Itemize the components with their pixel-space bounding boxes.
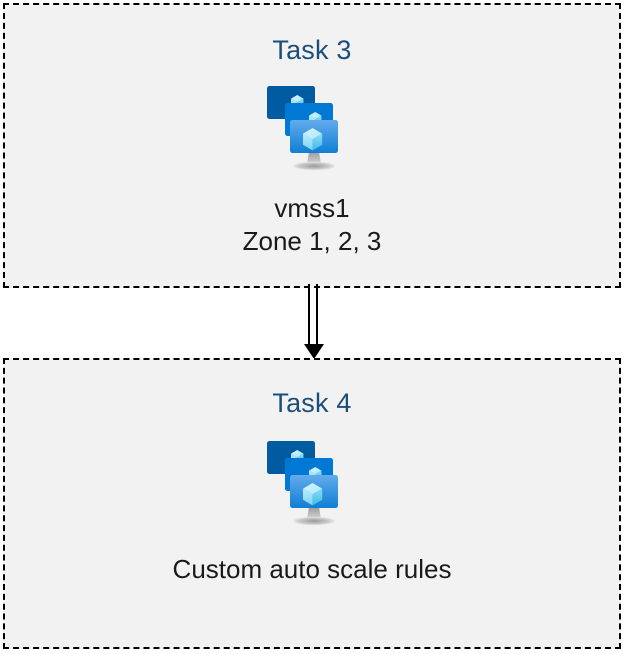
task-box-task-4[interactable]: Task 4 xyxy=(3,358,621,649)
task-box-task-3[interactable]: Task 3 xyxy=(3,3,621,288)
task-3-caption: vmss1 Zone 1, 2, 3 xyxy=(243,192,382,259)
icon-screen-front xyxy=(290,475,338,508)
vm-scale-set-icon xyxy=(257,435,367,535)
vm-scale-set-icon xyxy=(257,80,367,180)
task-3-caption-line-2: Zone 1, 2, 3 xyxy=(242,226,382,257)
task-4-caption: Custom auto scale rules xyxy=(173,553,452,586)
task-4-caption-line-1: Custom auto scale rules xyxy=(172,554,452,584)
arrowhead-icon xyxy=(304,344,324,359)
double-line-down-arrow xyxy=(296,284,332,360)
task-3-caption-line-1: vmss1 xyxy=(274,193,350,223)
icon-screen-front xyxy=(290,120,338,153)
task-4-title: Task 4 xyxy=(272,388,352,418)
icon-monitor-stand xyxy=(293,507,335,526)
task-3-title: Task 3 xyxy=(272,35,352,65)
icon-monitor-stand xyxy=(293,152,335,171)
